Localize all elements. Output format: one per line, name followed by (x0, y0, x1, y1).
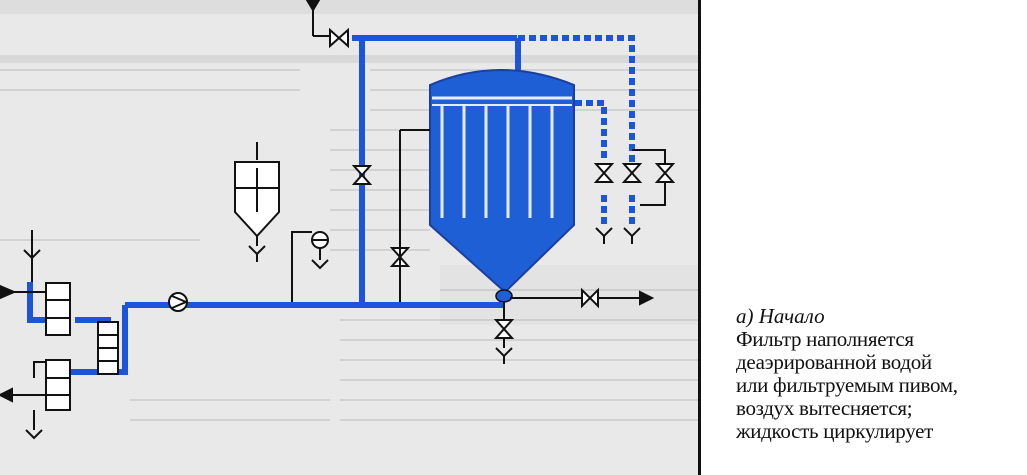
right-bypass-line (632, 149, 666, 206)
caption-line: деаэрированной водой (736, 350, 932, 374)
caption-line: или фильтруемым пивом, (736, 373, 958, 397)
filter-flow-diagram (0, 0, 698, 475)
left-lower-housing (0, 359, 71, 440)
caption-line: воздух вытесняется; (736, 396, 913, 420)
right-valves (593, 163, 676, 183)
dashed-blue-line-right (518, 35, 635, 228)
filter-tank (429, 69, 575, 303)
tank-bottom-drain (493, 302, 515, 364)
caption-line: жидкость циркулирует (736, 419, 934, 443)
dosing-vessel (234, 142, 280, 262)
plate-exchanger (97, 321, 119, 375)
scanned-page-background (0, 0, 698, 475)
caption-block: а) Начало Фильтр наполняется деаэрирован… (736, 304, 1026, 443)
left-inlet-drain (23, 230, 41, 282)
flow-meter (291, 231, 329, 305)
panel-divider (698, 0, 701, 475)
left-upper-housing (0, 282, 71, 336)
top-inlet-line (305, 0, 330, 37)
circulation-pump (168, 292, 189, 312)
top-valve (329, 27, 349, 49)
right-drain-symbols (595, 227, 641, 244)
caption-line: Фильтр наполняется (736, 327, 914, 351)
recirc-branch-line (399, 129, 430, 305)
caption-subtitle: а) Начало (736, 304, 825, 328)
faded-background-text (0, 0, 698, 421)
outlet-valve (581, 287, 599, 309)
outlet-line (510, 290, 655, 306)
